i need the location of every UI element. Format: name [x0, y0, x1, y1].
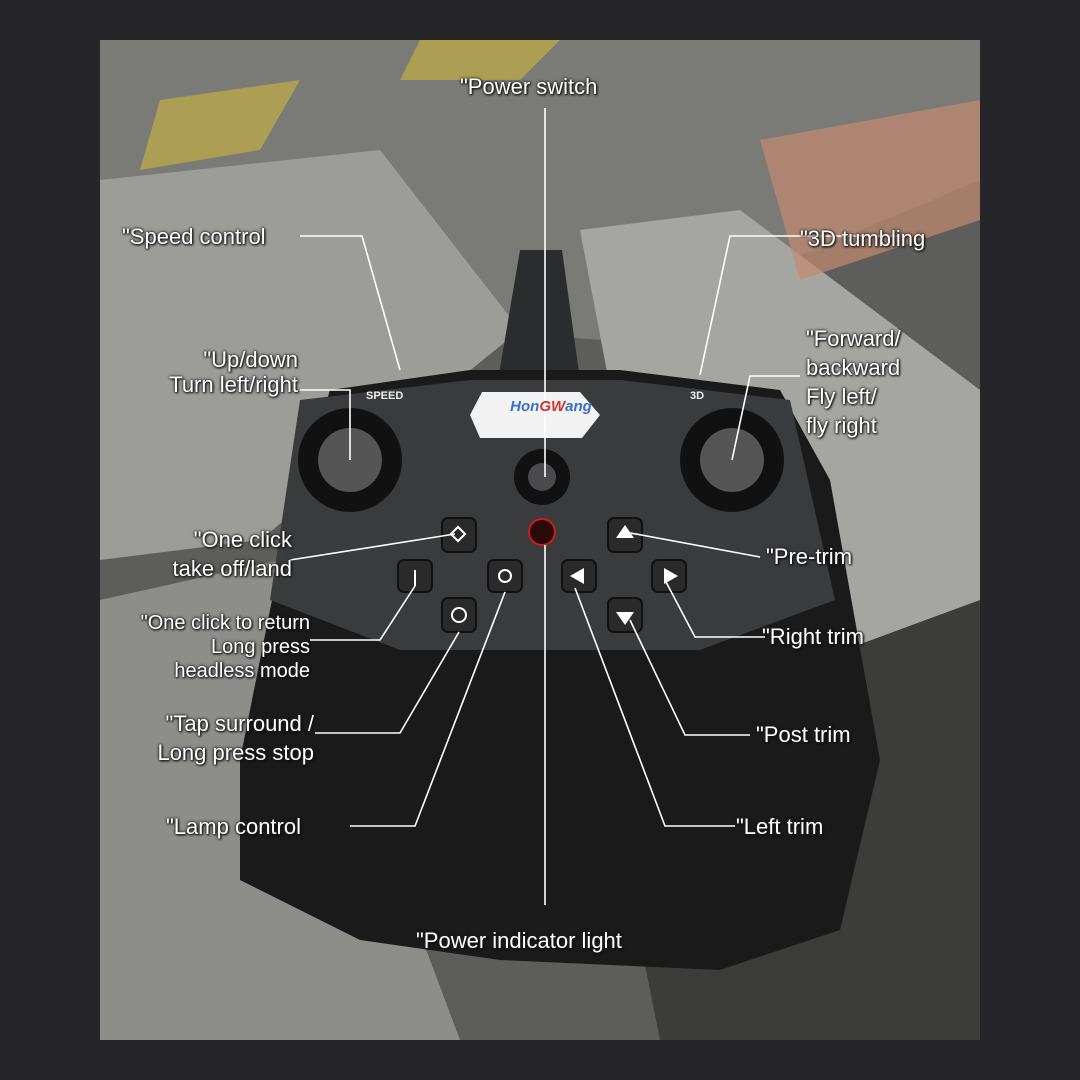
callout-post-trim: "Post trim: [756, 722, 851, 747]
callout-speed-control: "Speed control: [122, 224, 266, 249]
callout-right-trim: "Right trim: [762, 624, 864, 649]
callout-pre-trim: "Pre-trim: [766, 544, 853, 569]
brand-logo: HonGWang: [510, 398, 592, 415]
callout-tap-surround: "Tap surround /Long press stop: [157, 711, 314, 765]
callout-power-indicator: "Power indicator light: [416, 928, 622, 953]
product-photo: HonGWang SPEED 3D: [100, 40, 980, 1040]
callout-3d-tumbling: "3D tumbling: [800, 226, 926, 251]
3d-button-label: 3D: [690, 390, 705, 402]
callout-lamp-control: "Lamp control: [166, 814, 301, 839]
callout-left-trim: "Left trim: [736, 814, 824, 839]
speed-button-label: SPEED: [366, 390, 404, 402]
controller-illustration: [100, 40, 980, 1040]
callout-power-switch: "Power switch: [460, 74, 598, 99]
